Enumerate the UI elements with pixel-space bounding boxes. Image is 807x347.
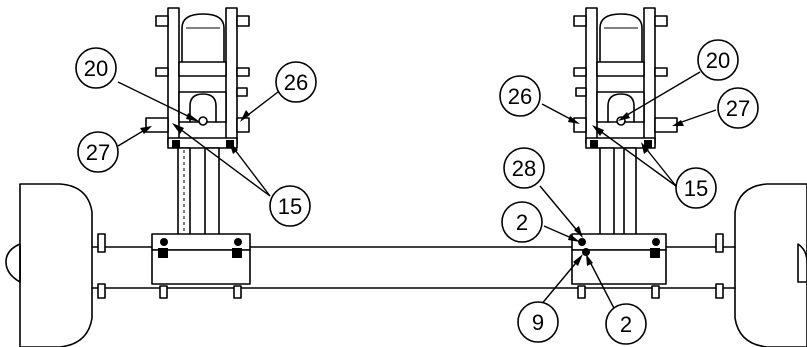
callout-2-lower: 2 — [605, 303, 647, 345]
callout-label: 20 — [84, 56, 108, 81]
callout-label: 27 — [726, 96, 750, 121]
callout-28: 28 — [503, 147, 545, 189]
callout-20-left: 20 — [75, 47, 117, 89]
callout-20-right: 20 — [697, 39, 739, 81]
left-hitch-assembly — [145, 7, 251, 299]
callout-27-left: 27 — [77, 131, 119, 173]
leader-lines — [117, 71, 717, 317]
callout-label: 2 — [620, 312, 632, 337]
callout-15-right: 15 — [675, 167, 717, 209]
right-hitch-assembly — [571, 7, 678, 299]
callout-label: 26 — [284, 70, 308, 95]
left-wheel — [5, 183, 93, 347]
callout-26-right: 26 — [499, 75, 541, 117]
callout-label: 15 — [278, 194, 302, 219]
callout-26-left: 26 — [275, 61, 317, 103]
callout-label: 26 — [508, 84, 532, 109]
callout-label: 28 — [512, 156, 536, 181]
callout-15-left: 15 — [269, 185, 311, 227]
callout-label: 9 — [532, 310, 544, 335]
callout-2-upper: 2 — [501, 201, 543, 243]
callout-27-right: 27 — [717, 87, 759, 129]
right-wheel — [734, 183, 807, 347]
callout-9: 9 — [517, 301, 559, 343]
callout-label: 20 — [706, 48, 730, 73]
callout-label: 27 — [86, 140, 110, 165]
callout-label: 15 — [684, 176, 708, 201]
callout-label: 2 — [516, 210, 528, 235]
